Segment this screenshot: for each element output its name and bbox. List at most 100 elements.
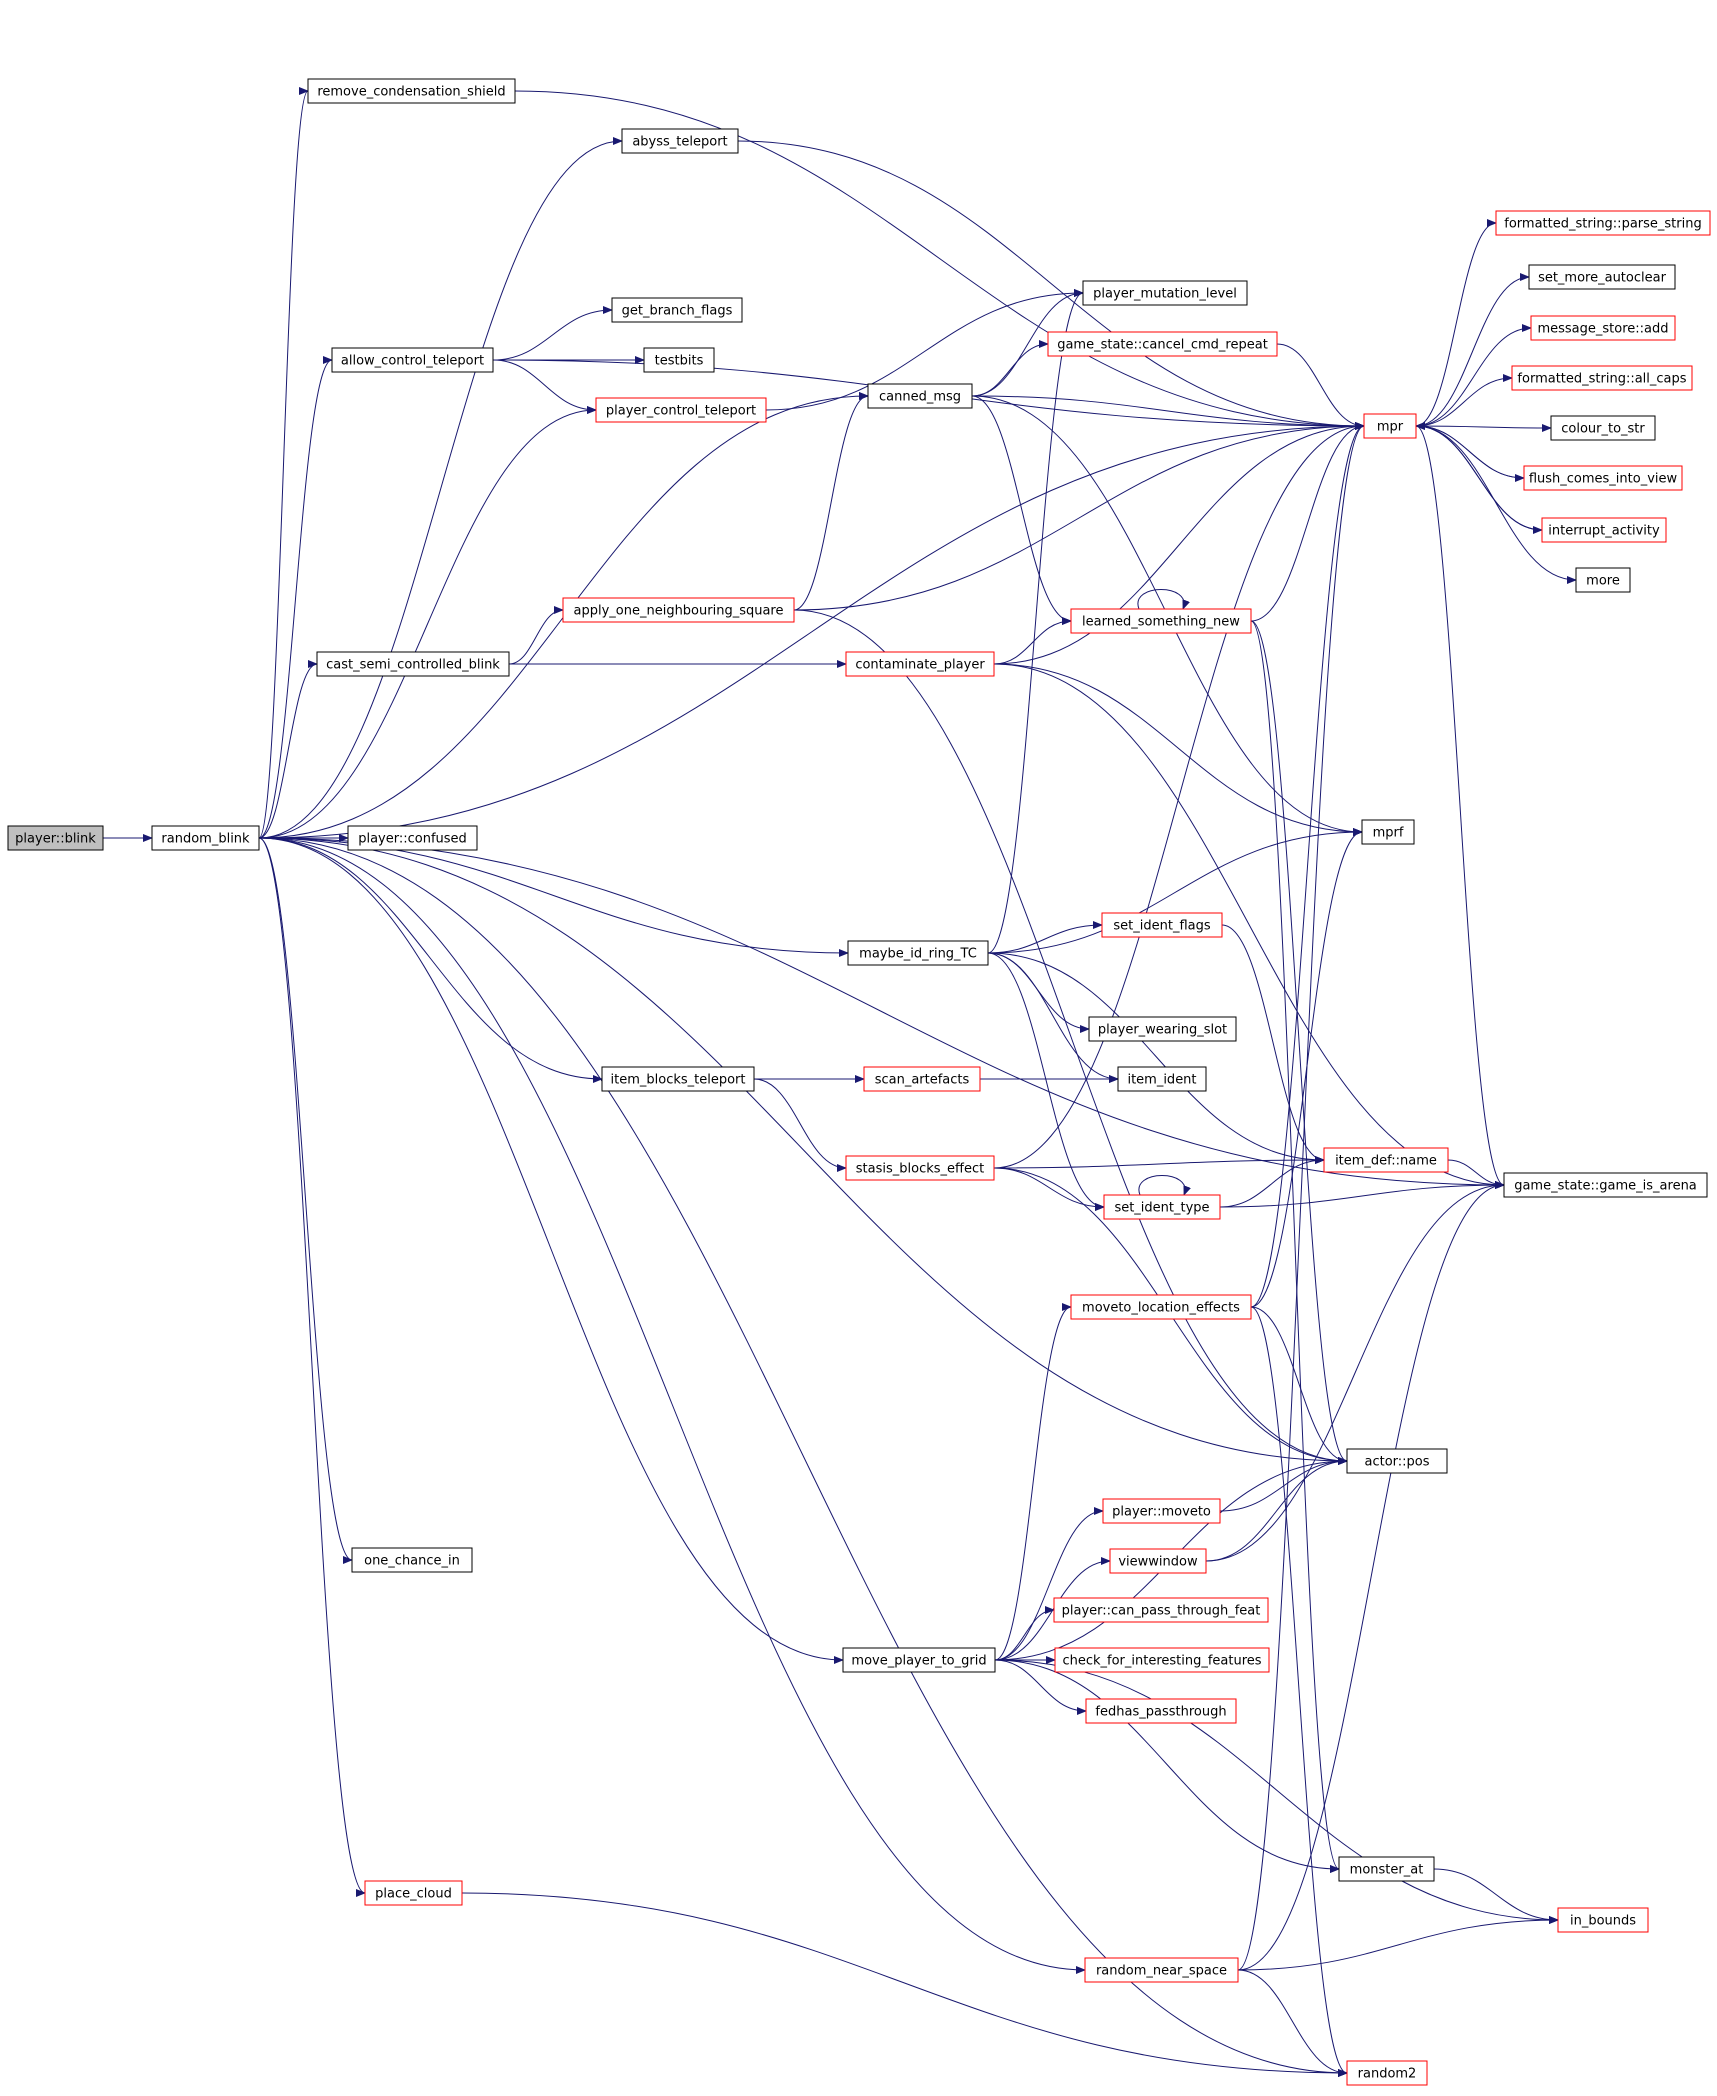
edge-random-blink-to-game-state-game-is-arena [258, 837, 1505, 1189]
node-set-more-autoclear[interactable]: set_more_autoclear [1528, 264, 1676, 290]
node-monster-at[interactable]: monster_at [1338, 1856, 1435, 1882]
edge-random-blink-to-player-control-teleport [258, 406, 597, 839]
edge-random-blink-to-remove-condensation-shield [258, 87, 309, 839]
edge-apply-one-neighbouring-square-to-canned-msg [793, 392, 869, 611]
node-item-ident[interactable]: item_ident [1117, 1066, 1207, 1092]
edge-player-moveto-to-actor-pos [1219, 1457, 1348, 1512]
node-game-state-game-is-arena[interactable]: game_state::game_is_arena [1503, 1172, 1708, 1198]
node-box [1084, 1957, 1239, 1983]
node-canned-msg[interactable]: canned_msg [867, 383, 973, 409]
node-remove-condensation-shield[interactable]: remove_condensation_shield [307, 78, 516, 104]
node-scan-artefacts[interactable]: scan_artefacts [863, 1066, 981, 1092]
node-actor-pos[interactable]: actor::pos [1346, 1448, 1448, 1474]
edge-set-ident-flags-to-item-def-name [1221, 924, 1325, 1164]
node-flush-comes-into-view[interactable]: flush_comes_into_view [1523, 465, 1683, 491]
node-box [1103, 1194, 1221, 1220]
node-message-store-add[interactable]: message_store::add [1530, 315, 1676, 341]
node-random-blink[interactable]: random_blink [151, 825, 260, 851]
node-cast-semi-controlled-blink[interactable]: cast_semi_controlled_blink [316, 651, 510, 677]
edge-apply-one-neighbouring-square-to-mpr [793, 422, 1365, 611]
node-player-confused[interactable]: player::confused [347, 825, 478, 851]
edge-move-player-to-grid-to-fedhas-passthrough [994, 1659, 1087, 1715]
node-layer: player::blink random_blink remove_condensa… [7, 78, 1711, 2086]
node-box [1054, 1647, 1270, 1673]
node-mprf[interactable]: mprf [1361, 819, 1415, 845]
node-more[interactable]: more [1575, 567, 1631, 593]
node-label: set_ident_type [1114, 1201, 1209, 1216]
node-box [1550, 415, 1656, 441]
node-colour-to-str[interactable]: colour_to_str [1550, 415, 1656, 441]
node-box [845, 1155, 995, 1181]
node-label: item_def::name [1335, 1154, 1437, 1169]
node-label: scan_artefacts [875, 1073, 970, 1088]
node-player-wearing-slot[interactable]: player_wearing_slot [1088, 1016, 1237, 1042]
node-box [845, 651, 995, 677]
node-box [595, 397, 767, 423]
edge-canned-msg-to-game-state-cancel-cmd-repeat [971, 340, 1049, 397]
node-contaminate-player[interactable]: contaminate_player [845, 651, 995, 677]
node-label: message_store::add [1537, 322, 1668, 337]
node-learned-something-new[interactable]: learned_something_new [1070, 608, 1252, 634]
node-box [307, 78, 516, 104]
node-player-blink[interactable]: player::blink [7, 825, 104, 851]
edge-learned-something-new-to-mpr [1250, 422, 1365, 622]
node-label: mpr [1377, 420, 1404, 435]
node-random-near-space[interactable]: random_near_space [1084, 1957, 1239, 1983]
node-allow-control-teleport[interactable]: allow_control_teleport [331, 347, 494, 373]
edge-move-player-to-grid-to-moveto-location-effects [994, 1303, 1072, 1661]
edge-layer [103, 87, 1577, 2077]
edge-learned-something-new-to-actor-pos [1250, 620, 1348, 1465]
node-player-moveto[interactable]: player::moveto [1102, 1498, 1221, 1524]
edge-contaminate-player-to-learned-something-new [993, 617, 1072, 665]
node-check-for-interesting-features[interactable]: check_for_interesting_features [1054, 1647, 1270, 1673]
edge-move-player-to-grid-to-in-bounds [994, 1659, 1559, 1924]
node-label: interrupt_activity [1548, 524, 1660, 539]
node-move-player-to-grid[interactable]: move_player_to_grid [842, 1647, 996, 1673]
node-formatted-string-all-caps[interactable]: formatted_string::all_caps [1511, 365, 1693, 391]
node-one-chance-in[interactable]: one_chance_in [351, 1547, 473, 1573]
node-set-ident-type[interactable]: set_ident_type [1103, 1194, 1221, 1220]
node-box [1346, 2060, 1428, 2086]
node-label: allow_control_teleport [341, 354, 484, 369]
node-item-blocks-teleport[interactable]: item_blocks_teleport [601, 1066, 755, 1092]
node-box [1102, 1498, 1221, 1524]
node-player-can-pass-through-feat[interactable]: player::can_pass_through_feat [1053, 1597, 1269, 1623]
edge-set-ident-type-to-item-def-name [1219, 1156, 1325, 1208]
node-testbits[interactable]: testbits [643, 347, 715, 373]
node-random2[interactable]: random2 [1346, 2060, 1428, 2086]
node-fedhas-passthrough[interactable]: fedhas_passthrough [1085, 1698, 1237, 1724]
edge-contaminate-player-to-game-state-game-is-arena [993, 663, 1505, 1189]
node-item-def-name[interactable]: item_def::name [1323, 1147, 1449, 1173]
node-label: random_near_space [1096, 1964, 1227, 1979]
node-label: set_ident_flags [1113, 919, 1210, 934]
node-place-cloud[interactable]: place_cloud [364, 1880, 463, 1906]
node-viewwindow[interactable]: viewwindow [1109, 1548, 1207, 1574]
node-box [842, 1647, 996, 1673]
node-label: game_state::cancel_cmd_repeat [1057, 338, 1268, 353]
node-abyss-teleport[interactable]: abyss_teleport [621, 128, 739, 154]
node-label: viewwindow [1118, 1555, 1198, 1570]
node-stasis-blocks-effect[interactable]: stasis_blocks_effect [845, 1155, 995, 1181]
node-interrupt-activity[interactable]: interrupt_activity [1541, 517, 1667, 543]
node-player-mutation-level[interactable]: player_mutation_level [1082, 280, 1248, 306]
node-apply-one-neighbouring-square[interactable]: apply_one_neighbouring_square [562, 597, 795, 623]
node-formatted-string-parse-string[interactable]: formatted_string::parse_string [1495, 210, 1711, 236]
node-label: mprf [1373, 826, 1404, 841]
node-box [863, 1066, 981, 1092]
edge-mpr-to-set-more-autoclear [1415, 273, 1530, 427]
node-in-bounds[interactable]: in_bounds [1557, 1907, 1649, 1933]
edge-canned-msg-to-learned-something-new [971, 395, 1072, 625]
node-label: maybe_id_ring_TC [859, 947, 977, 962]
node-box [1101, 912, 1223, 938]
node-player-control-teleport[interactable]: player_control_teleport [595, 397, 767, 423]
node-moveto-location-effects[interactable]: moveto_location_effects [1070, 1294, 1252, 1320]
node-box [601, 1066, 755, 1092]
edge-random-blink-to-place-cloud [258, 837, 366, 1897]
node-box [1117, 1066, 1207, 1092]
node-game-state-cancel-cmd-repeat[interactable]: game_state::cancel_cmd_repeat [1047, 331, 1278, 357]
node-mpr[interactable]: mpr [1363, 413, 1417, 439]
node-maybe-id-ring-tc[interactable]: maybe_id_ring_TC [847, 940, 989, 966]
node-set-ident-flags[interactable]: set_ident_flags [1101, 912, 1223, 938]
node-get-branch-flags[interactable]: get_branch_flags [611, 297, 743, 323]
